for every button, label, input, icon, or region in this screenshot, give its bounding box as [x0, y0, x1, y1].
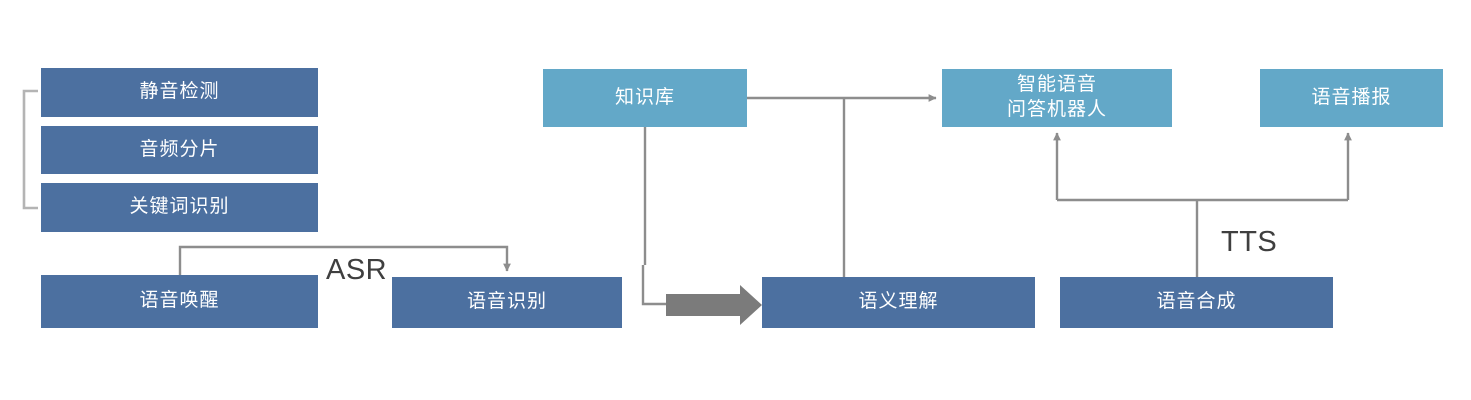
node-label: 语音唤醒	[139, 290, 220, 312]
node-qa-robot[interactable]: 智能语音 问答机器人	[942, 69, 1172, 127]
thick-arrow-to-semantic	[666, 285, 762, 325]
node-speech-synthesis[interactable]: 语音合成	[1060, 277, 1333, 328]
edge-label-tts: TTS	[1221, 226, 1278, 258]
node-semantic-understanding[interactable]: 语义理解	[762, 277, 1035, 328]
node-voice-wakeup[interactable]: 语音唤醒	[41, 275, 318, 328]
node-keyword-spotting[interactable]: 关键词识别	[41, 183, 318, 232]
node-speech-recognition[interactable]: 语音识别	[392, 277, 622, 328]
node-label: 静音检测	[139, 81, 220, 103]
node-label: 关键词识别	[129, 196, 230, 218]
group-bracket	[22, 89, 38, 210]
node-label: 语音播报	[1311, 86, 1392, 108]
node-label: 音频分片	[139, 138, 220, 160]
node-label: 语音识别	[466, 291, 547, 313]
node-label: 知识库	[614, 86, 675, 108]
node-knowledge-base[interactable]: 知识库	[543, 69, 747, 127]
node-silence-detection[interactable]: 静音检测	[41, 68, 318, 117]
edge-kb-to-semantic-lower	[641, 127, 672, 306]
node-audio-segmentation[interactable]: 音频分片	[41, 126, 318, 174]
edge-label-asr: ASR	[326, 254, 388, 286]
node-label: 语音合成	[1156, 291, 1237, 313]
node-label: 智能语音 问答机器人	[1006, 74, 1107, 120]
node-voice-broadcast[interactable]: 语音播报	[1260, 69, 1443, 127]
node-label: 语义理解	[858, 291, 939, 313]
